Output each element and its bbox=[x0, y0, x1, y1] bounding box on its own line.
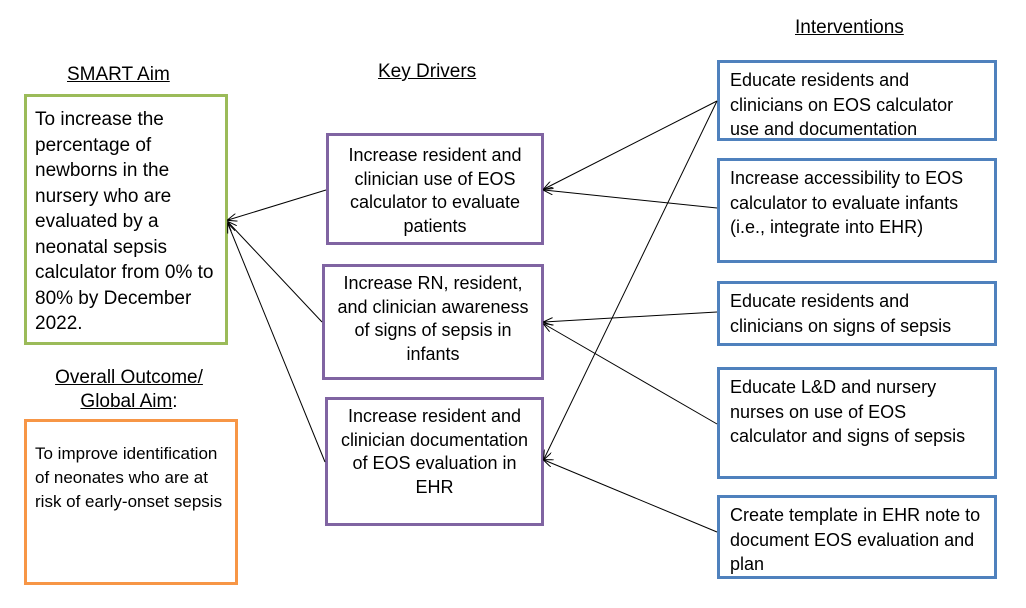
key-drivers-heading: Key Drivers bbox=[378, 61, 477, 82]
key-driver-2-box: Increase RN, resident, and clinician awa… bbox=[322, 264, 544, 380]
intervention-4-text: Educate L&D and nursery nurses on use of… bbox=[730, 377, 966, 446]
arrow-int4-to-driver2 bbox=[544, 324, 718, 425]
arrow-driver3-to-aim bbox=[228, 224, 326, 463]
overall-outcome-heading-colon: : bbox=[172, 391, 178, 412]
arrow-driver1-to-aim bbox=[228, 189, 327, 220]
overall-outcome-heading-line2: Global Aim bbox=[80, 391, 173, 412]
intervention-3-box: Educate residents and clinicians on sign… bbox=[717, 281, 997, 346]
smart-aim-heading: SMART Aim bbox=[67, 64, 170, 85]
arrow-int3-to-driver2 bbox=[544, 311, 718, 322]
interventions-heading: Interventions bbox=[795, 17, 904, 38]
intervention-3-text: Educate residents and clinicians on sign… bbox=[730, 291, 952, 336]
arrow-int2-to-driver1 bbox=[544, 190, 718, 209]
intervention-1-box: Educate residents and clinicians on EOS … bbox=[717, 60, 997, 141]
smart-aim-text: To increase the percentage of newborns i… bbox=[35, 109, 214, 334]
intervention-2-text: Increase accessibility to EOS calculator… bbox=[730, 168, 964, 237]
overall-outcome-text: To improve identification of neonates wh… bbox=[35, 444, 223, 511]
key-driver-3-text: Increase resident and clinician document… bbox=[340, 406, 529, 497]
key-driver-3-box: Increase resident and clinician document… bbox=[325, 397, 544, 526]
key-driver-2-text: Increase RN, resident, and clinician awa… bbox=[337, 273, 529, 364]
arrow-driver2-to-aim bbox=[228, 222, 323, 323]
intervention-2-box: Increase accessibility to EOS calculator… bbox=[717, 158, 997, 263]
arrow-int5-to-driver3 bbox=[544, 460, 718, 533]
overall-outcome-heading: Overall Outcome/ Global Aim: bbox=[44, 366, 214, 414]
key-driver-1-text: Increase resident and clinician use of E… bbox=[348, 145, 522, 236]
intervention-5-text: Create template in EHR note to document … bbox=[730, 505, 981, 574]
intervention-1-text: Educate residents and clinicians on EOS … bbox=[730, 70, 954, 139]
overall-outcome-box: To improve identification of neonates wh… bbox=[24, 419, 238, 585]
intervention-5-box: Create template in EHR note to document … bbox=[717, 495, 997, 579]
overall-outcome-heading-line1: Overall Outcome/ bbox=[55, 367, 203, 388]
intervention-4-box: Educate L&D and nursery nurses on use of… bbox=[717, 367, 997, 479]
arrow-int1-to-driver1 bbox=[544, 100, 718, 189]
smart-aim-box: To increase the percentage of newborns i… bbox=[24, 94, 228, 345]
arrow-int1-to-driver3 bbox=[544, 100, 718, 459]
